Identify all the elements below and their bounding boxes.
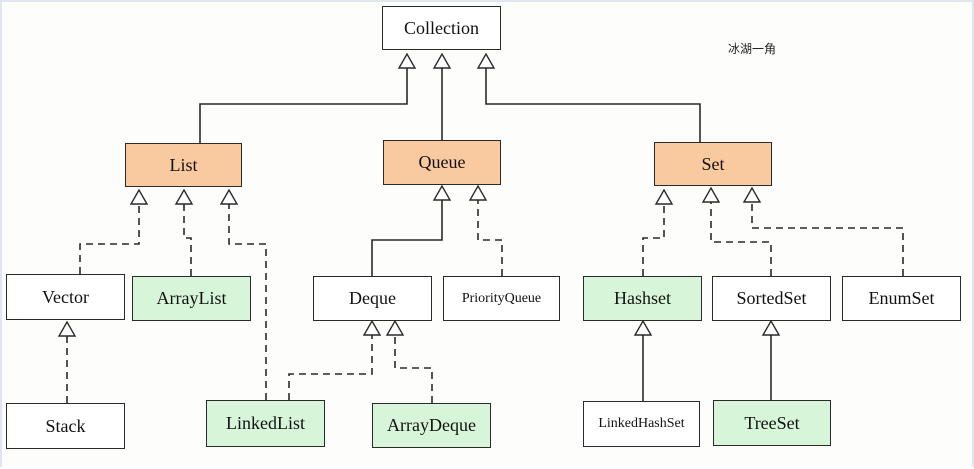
arrowhead-enumset-set — [742, 186, 762, 203]
arrowhead-linkedlist-list — [219, 188, 239, 205]
arrowhead-linkedlist-deque — [362, 319, 382, 336]
edge-sortedset-set — [710, 202, 772, 276]
edge-enumset-set — [751, 202, 904, 276]
node-linkedlist: LinkedList — [206, 400, 325, 447]
edge-linkedlist-list — [228, 204, 267, 400]
arrowhead-priorityqueue-queue — [468, 184, 488, 201]
node-set: Set — [654, 142, 772, 186]
arrowhead-queue-collection — [432, 52, 452, 69]
arrowhead-arraylist-list — [174, 188, 194, 205]
arrowhead-arraydeque-deque — [385, 319, 405, 336]
edge-vector-list — [79, 204, 140, 274]
arrowhead-stack-vector — [57, 320, 77, 337]
node-arraylist: ArrayList — [132, 276, 251, 321]
node-arraydeque: ArrayDeque — [372, 403, 491, 448]
node-list: List — [125, 143, 242, 187]
node-collection: Collection — [382, 6, 501, 50]
node-priorityqueue: PriorityQueue — [443, 276, 560, 321]
arrowhead-deque-queue — [432, 184, 452, 201]
node-sortedset: SortedSet — [712, 276, 831, 321]
edge-arraydeque-deque — [394, 335, 433, 403]
edge-deque-queue — [371, 200, 443, 276]
edge-priorityqueue-queue — [477, 200, 503, 276]
edge-arraylist-list — [183, 204, 192, 276]
edge-set-collection — [485, 68, 701, 142]
edge-list-collection — [199, 68, 408, 143]
node-queue: Queue — [383, 140, 501, 185]
watermark-text: 冰湖一角 — [728, 42, 777, 56]
arrowhead-set-collection — [476, 52, 496, 69]
node-vector: Vector — [6, 274, 125, 320]
node-enumset: EnumSet — [842, 276, 961, 321]
node-linkedhashset: LinkedHashSet — [583, 401, 700, 447]
arrowhead-treeset-sortedset — [761, 319, 781, 336]
node-treeset: TreeSet — [713, 400, 831, 446]
node-stack: Stack — [6, 403, 125, 449]
arrowhead-linkedhashset-hashset — [633, 319, 653, 336]
arrowhead-vector-list — [129, 188, 149, 205]
edge-linkedlist-deque — [288, 335, 373, 400]
node-deque: Deque — [313, 276, 432, 321]
arrowhead-list-collection — [397, 52, 417, 69]
node-hashset: Hashset — [583, 276, 702, 321]
arrowhead-hashset-set — [654, 188, 674, 205]
edge-hashset-set — [642, 204, 665, 276]
arrowhead-sortedset-set — [701, 186, 721, 203]
